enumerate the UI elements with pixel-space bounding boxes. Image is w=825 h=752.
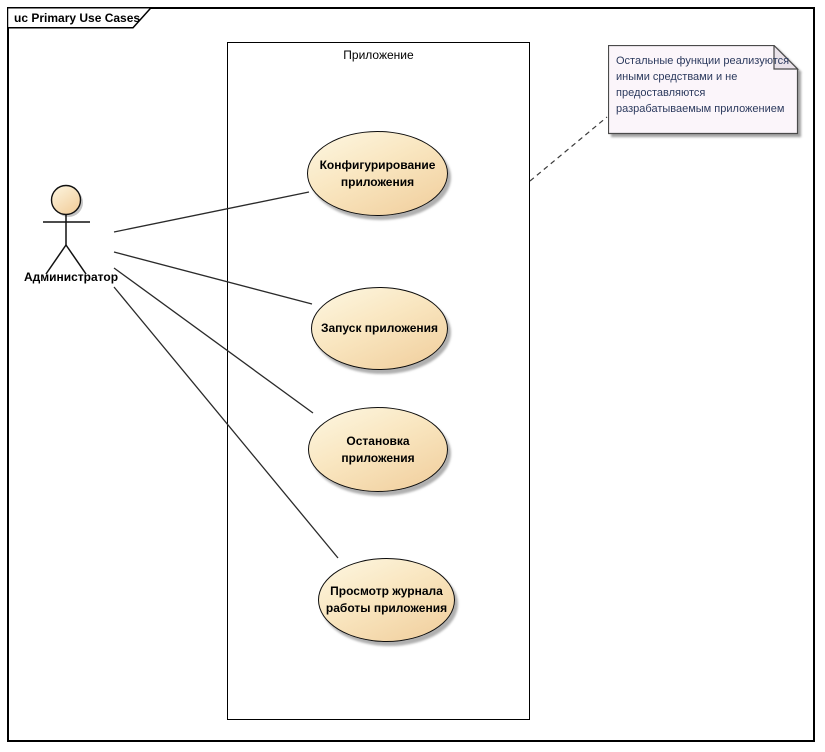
actor-administrator[interactable] bbox=[38, 183, 96, 278]
actor-head bbox=[50, 184, 82, 216]
note-text: Остальные функции реализуются иными сред… bbox=[616, 55, 790, 115]
usecase-label: Просмотр журнала работы приложения bbox=[325, 584, 448, 615]
usecase-view-application-log[interactable]: Просмотр журнала работы приложения bbox=[318, 558, 455, 642]
usecase-label: Конфигурирование приложения bbox=[319, 157, 436, 189]
usecase-label: Запуск приложения bbox=[320, 321, 439, 335]
usecase-stop-application[interactable]: Остановка приложения bbox=[308, 407, 448, 492]
frame-label: uc Primary Use Cases bbox=[14, 11, 141, 25]
diagram-frame bbox=[7, 7, 815, 742]
note-folded-corner-icon bbox=[773, 45, 799, 70]
actor-label: Администратор bbox=[23, 270, 119, 284]
usecase-configure-application[interactable]: Конфигурирование приложения bbox=[307, 131, 448, 216]
system-boundary-label: Приложение bbox=[343, 48, 414, 62]
note-shape bbox=[608, 45, 799, 135]
usecase-launch-application[interactable]: Запуск приложения bbox=[311, 287, 448, 370]
note-sticky[interactable]: Остальные функции реализуются иными сред… bbox=[608, 45, 802, 138]
frame-tab-pentagon bbox=[7, 7, 153, 29]
usecase-label: Остановка приложения bbox=[341, 433, 415, 465]
